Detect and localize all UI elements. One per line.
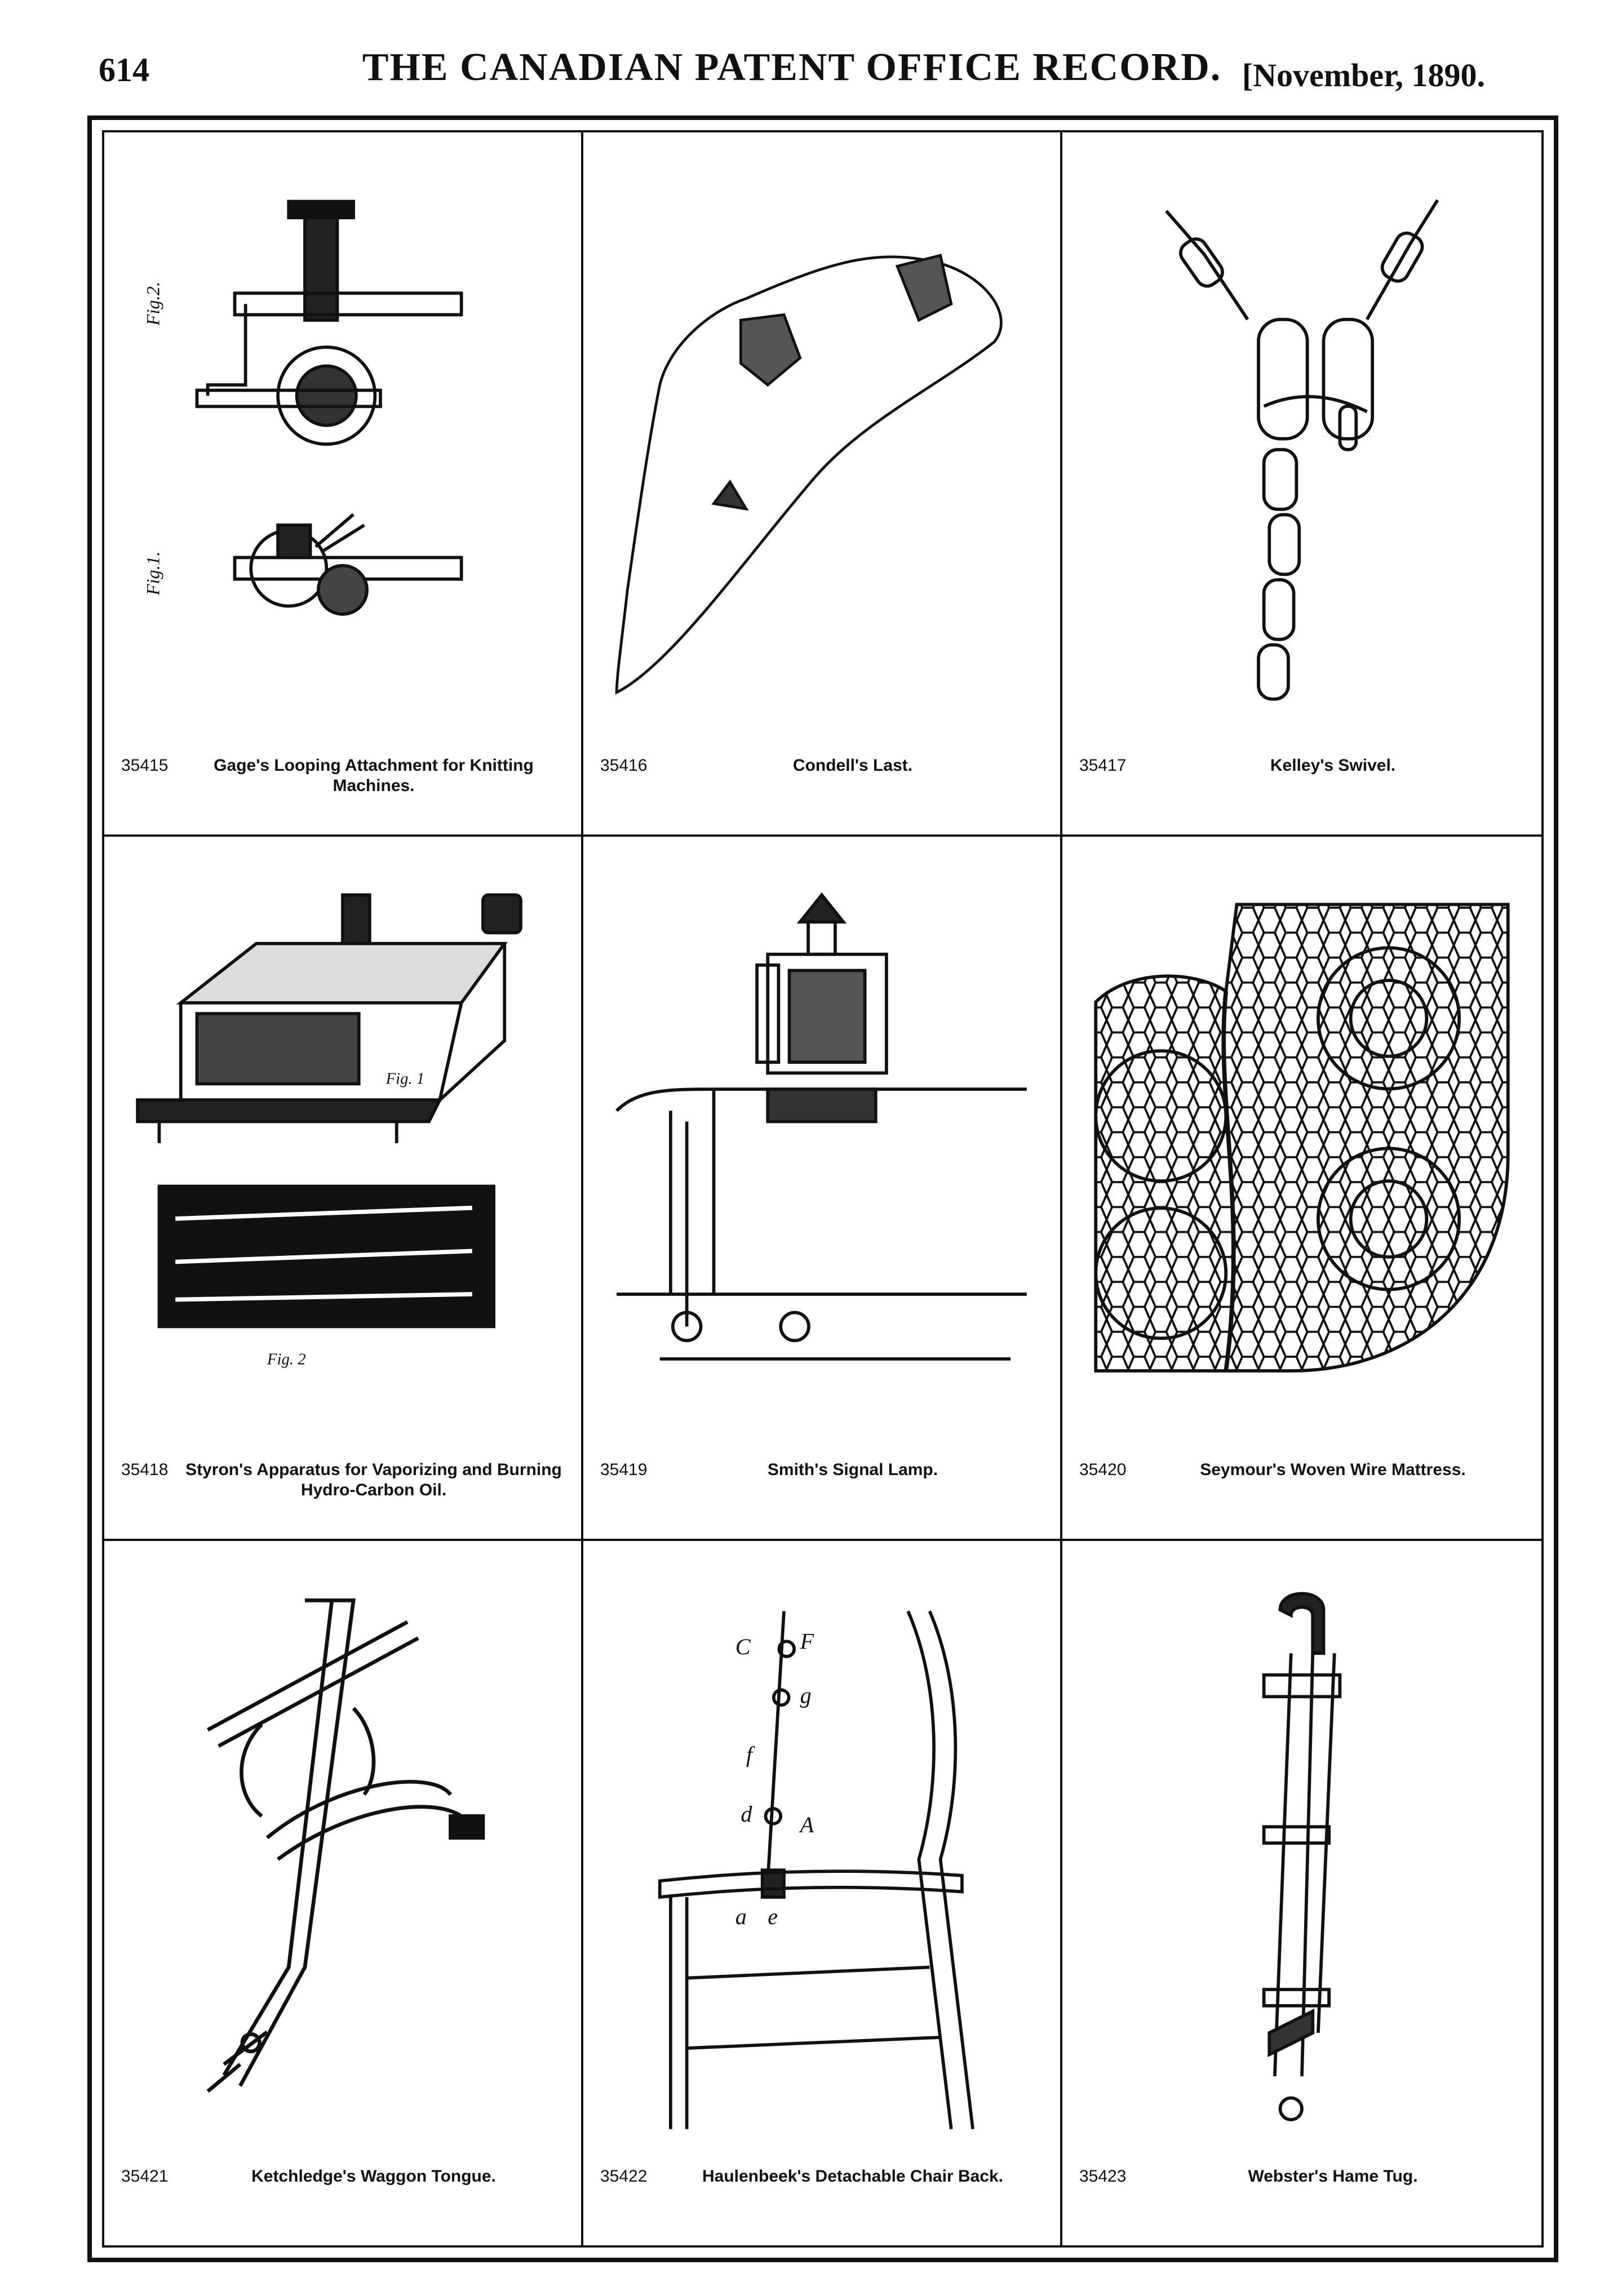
- page-number: 614: [99, 51, 149, 88]
- shoe-last-illustration: [606, 155, 1038, 744]
- looping-attachment-illustration: Fig.2. Fig.1.: [127, 155, 559, 744]
- patent-cell-35417: 35417 Kelley's Swivel.: [1062, 132, 1541, 837]
- svg-text:a: a: [735, 1904, 747, 1929]
- patent-caption: 35417 Kelley's Swivel.: [1079, 756, 1524, 823]
- patent-number: 35417: [1079, 756, 1127, 775]
- svg-text:A: A: [799, 1812, 814, 1837]
- patent-title: Smith's Signal Lamp.: [767, 1460, 938, 1479]
- patent-number: 35421: [121, 2167, 169, 2186]
- svg-text:Fig.2.: Fig.2.: [143, 282, 163, 326]
- patent-cell-35423: 35423 Webster's Hame Tug.: [1062, 1541, 1541, 2245]
- svg-text:e: e: [768, 1904, 778, 1929]
- patent-grid: Fig.2. Fig.1. 35415 Gage's Looping Attac…: [104, 132, 1541, 2245]
- patent-cell-35415: Fig.2. Fig.1. 35415 Gage's Looping Attac…: [104, 132, 583, 837]
- patent-caption: 35419 Smith's Signal Lamp.: [600, 1460, 1043, 1527]
- svg-text:f: f: [746, 1742, 755, 1767]
- svg-text:d: d: [741, 1801, 752, 1827]
- page-header: 614 THE CANADIAN PATENT OFFICE RECORD. […: [99, 39, 1485, 101]
- patent-cell-35416: 35416 Condell's Last.: [583, 132, 1062, 837]
- patent-title: Webster's Hame Tug.: [1248, 2167, 1418, 2186]
- issue-date: [November, 1890.: [1242, 57, 1485, 94]
- patent-number: 35422: [600, 2167, 648, 2186]
- patent-caption: 35416 Condell's Last.: [600, 756, 1043, 823]
- patent-title: Seymour's Woven Wire Mattress.: [1200, 1460, 1466, 1479]
- vaporizing-apparatus-illustration: Fig. 1 Fig. 2: [127, 859, 559, 1449]
- chair-back-illustration: C F g f d A a e: [606, 1564, 1038, 2155]
- signal-lamp-illustration: [606, 859, 1038, 1449]
- patent-number: 35423: [1079, 2167, 1127, 2186]
- patent-cell-35422: C F g f d A a e 35422 Haulenbeek's Detac: [583, 1541, 1062, 2245]
- svg-text:g: g: [800, 1682, 812, 1708]
- svg-text:F: F: [800, 1629, 814, 1654]
- patent-caption: 35422 Haulenbeek's Detachable Chair Back…: [600, 2166, 1043, 2234]
- patent-caption: 35423 Webster's Hame Tug.: [1079, 2166, 1524, 2234]
- svg-text:Fig. 1: Fig. 1: [385, 1070, 425, 1088]
- patent-number: 35415: [121, 756, 169, 775]
- patent-caption: 35420 Seymour's Woven Wire Mattress.: [1079, 1460, 1524, 1527]
- hame-tug-illustration: [1085, 1564, 1519, 2155]
- patent-cell-35420: 35420 Seymour's Woven Wire Mattress.: [1062, 837, 1541, 1541]
- patent-title: Ketchledge's Waggon Tongue.: [251, 2167, 496, 2186]
- patent-number: 35420: [1079, 1460, 1127, 1479]
- patent-cell-35421: 35421 Ketchledge's Waggon Tongue.: [104, 1541, 583, 2245]
- patent-title: Styron's Apparatus for Vaporizing and Bu…: [185, 1460, 562, 1499]
- patent-title: Condell's Last.: [792, 756, 913, 775]
- page-frame-inner: Fig.2. Fig.1. 35415 Gage's Looping Attac…: [102, 130, 1544, 2248]
- svg-text:Fig. 2: Fig. 2: [267, 1350, 306, 1368]
- svg-text:C: C: [735, 1634, 751, 1659]
- wire-mattress-illustration: [1085, 859, 1519, 1449]
- page-frame: Fig.2. Fig.1. 35415 Gage's Looping Attac…: [87, 116, 1558, 2262]
- patent-number: 35416: [600, 756, 648, 775]
- patent-title: Gage's Looping Attachment for Knitting M…: [214, 756, 534, 795]
- patent-caption: 35421 Ketchledge's Waggon Tongue.: [121, 2166, 564, 2234]
- patent-title: Kelley's Swivel.: [1270, 756, 1396, 775]
- patent-number: 35419: [600, 1460, 648, 1479]
- svg-text:Fig.1.: Fig.1.: [143, 552, 163, 596]
- waggon-tongue-illustration: [127, 1564, 559, 2155]
- patent-caption: 35415 Gage's Looping Attachment for Knit…: [121, 756, 564, 823]
- patent-cell-35418: Fig. 1 Fig. 2 35418 Styron's Apparatus f…: [104, 837, 583, 1541]
- chain-swivel-illustration: [1085, 155, 1519, 744]
- patent-cell-35419: 35419 Smith's Signal Lamp.: [583, 837, 1062, 1541]
- patent-caption: 35418 Styron's Apparatus for Vaporizing …: [121, 1460, 564, 1527]
- patent-number: 35418: [121, 1460, 169, 1479]
- patent-title: Haulenbeek's Detachable Chair Back.: [702, 2167, 1004, 2186]
- publication-title: THE CANADIAN PATENT OFFICE RECORD.: [362, 46, 1222, 89]
